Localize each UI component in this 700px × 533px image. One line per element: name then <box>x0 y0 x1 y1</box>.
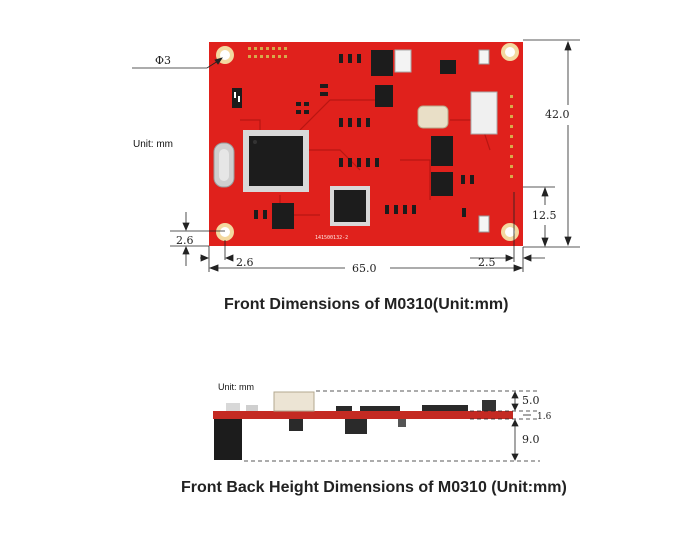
board-thickness-dimension: 1.6 <box>537 412 552 422</box>
front-dimension-drawing: 141500132-2 <box>132 39 580 275</box>
connector-white <box>394 49 412 73</box>
right-height-dimension: 12.5 <box>532 209 557 222</box>
inductor <box>417 105 449 129</box>
side-caption: Front Back Height Dimensions of M0310 (U… <box>181 479 567 496</box>
dimension-lines-front <box>132 39 580 272</box>
hole-y-dimension: 2.6 <box>176 234 194 247</box>
pcb-edge <box>213 411 513 419</box>
dip-switch <box>232 88 242 108</box>
led1 <box>478 215 490 233</box>
soic-chip-right-bottom <box>431 172 453 196</box>
mcu-chip <box>243 130 309 192</box>
front-caption: Front Dimensions of M0310(Unit:mm) <box>224 296 509 313</box>
voltage-regulator-1 <box>371 50 393 76</box>
width-dimension: 65.0 <box>352 262 377 275</box>
top-ic <box>360 406 400 411</box>
led2 <box>478 49 490 65</box>
qfn-chip <box>330 186 370 226</box>
side-dimension-drawing: 5.0 1.6 9.0 <box>213 390 552 462</box>
hole-diameter-label: Φ3 <box>155 54 171 67</box>
front-unit-label: Unit: mm <box>133 139 173 150</box>
right-offset-dimension: 2.5 <box>478 256 496 269</box>
bottom-height-dimension: 9.0 <box>522 433 540 446</box>
bottom-connector <box>214 419 242 460</box>
jumper-block <box>470 91 498 135</box>
smd-passives <box>254 54 474 219</box>
pcb-side-view <box>213 391 513 460</box>
side-unit-label: Unit: mm <box>218 382 254 392</box>
pcb-board-front: 141500132-2 <box>209 42 523 246</box>
bottom-ic <box>345 419 367 434</box>
hole-x-dimension: 2.6 <box>236 256 254 269</box>
board-silk-label: 141500132-2 <box>315 235 348 241</box>
top-height-dimension: 5.0 <box>522 394 540 407</box>
height-dimension: 42.0 <box>545 108 570 121</box>
pin-header-top <box>248 47 287 58</box>
top-connector <box>273 391 315 412</box>
dimension-lines-side <box>244 390 540 462</box>
voltage-regulator-2 <box>375 85 393 107</box>
pin-header-right <box>510 95 513 178</box>
soic-chip-right-top <box>431 136 453 166</box>
soic-chip-left <box>272 203 294 229</box>
